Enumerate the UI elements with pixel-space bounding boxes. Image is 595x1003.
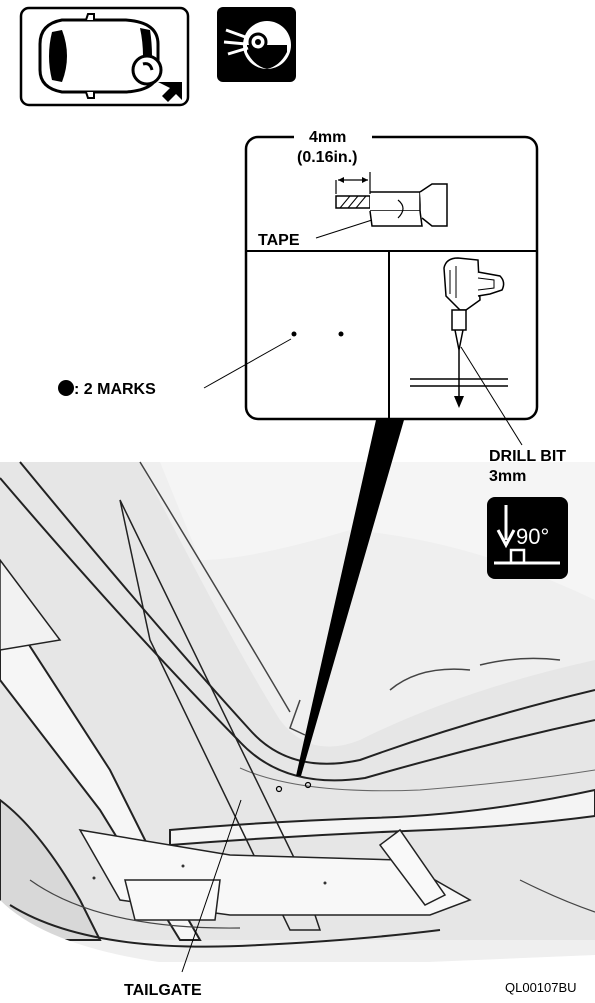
tailgate-label: TAILGATE (124, 982, 202, 999)
marks-label: : 2 MARKS (74, 381, 156, 398)
black-dot-icon (58, 380, 74, 396)
drill-mark-hole (304, 781, 312, 789)
angle-label: 90° (516, 524, 549, 549)
callout-pointer (296, 420, 404, 776)
eye-protection-icon (217, 7, 296, 82)
drill-size-label: 3mm (489, 468, 526, 485)
mark-dot (338, 331, 344, 337)
figure-code: QL00107BU (505, 980, 577, 995)
drill-length-inch-label: (0.16in.) (297, 149, 357, 166)
perpendicular-90-icon: 90° (487, 497, 568, 579)
mark-dot (291, 331, 297, 337)
electric-drill-icon (410, 257, 523, 446)
tape-label: TAPE (258, 232, 300, 249)
detail-callout (203, 130, 539, 446)
drill-bit-label: DRILL BIT (489, 448, 566, 465)
drill-mark-hole (275, 785, 283, 793)
vehicle-rear-location-icon (19, 6, 190, 107)
drill-length-label: 4mm (309, 129, 346, 146)
drill-bit-with-tape (315, 172, 448, 239)
